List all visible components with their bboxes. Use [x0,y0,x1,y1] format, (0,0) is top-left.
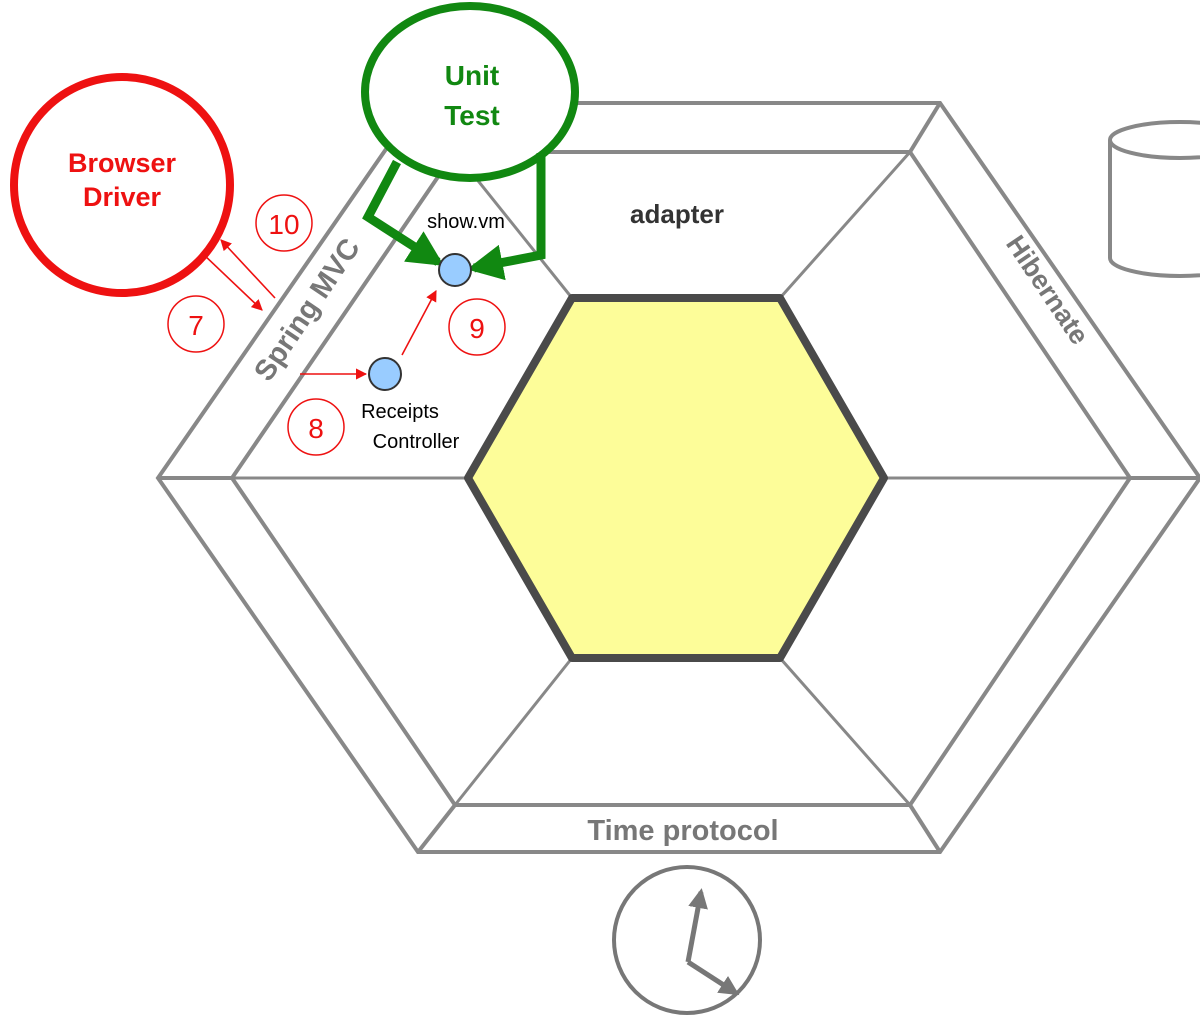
show-vm-label: show.vm [427,211,505,233]
browser-driver-actor: Browser Driver [10,73,234,297]
adapter-label: adapter [630,199,724,229]
adapter-spokes [232,151,1130,806]
database-cylinder-icon [1108,120,1200,278]
clock-icon [612,865,762,1015]
unit-test-arrows [362,153,546,281]
core-hexagon [464,294,888,662]
unit-test-line2: Test [444,100,500,131]
svg-text:10: 10 [268,209,299,240]
svg-text:7: 7 [188,310,204,341]
time-protocol-label: Time protocol [587,815,778,847]
step-marker-8: 8 [287,398,345,456]
step-marker-7: 7 [167,295,225,353]
step-marker-10: 10 [255,194,313,252]
browser-driver-line2: Driver [83,182,162,212]
browser-driver-line1: Browser [68,148,177,178]
step-marker-9: 9 [448,298,506,356]
receipts-controller-line2: Controller [373,431,460,453]
hibernate-label: Hibernate [1000,230,1095,350]
show-vm-node [438,253,472,287]
browser-flow-arrows [201,239,437,380]
svg-text:9: 9 [469,313,485,344]
receipts-controller-line1: Receipts [361,401,439,423]
svg-text:8: 8 [308,413,324,444]
unit-test-actor: Unit Test [361,2,579,182]
unit-test-line1: Unit [445,60,499,91]
receipts-controller-node [368,357,402,391]
